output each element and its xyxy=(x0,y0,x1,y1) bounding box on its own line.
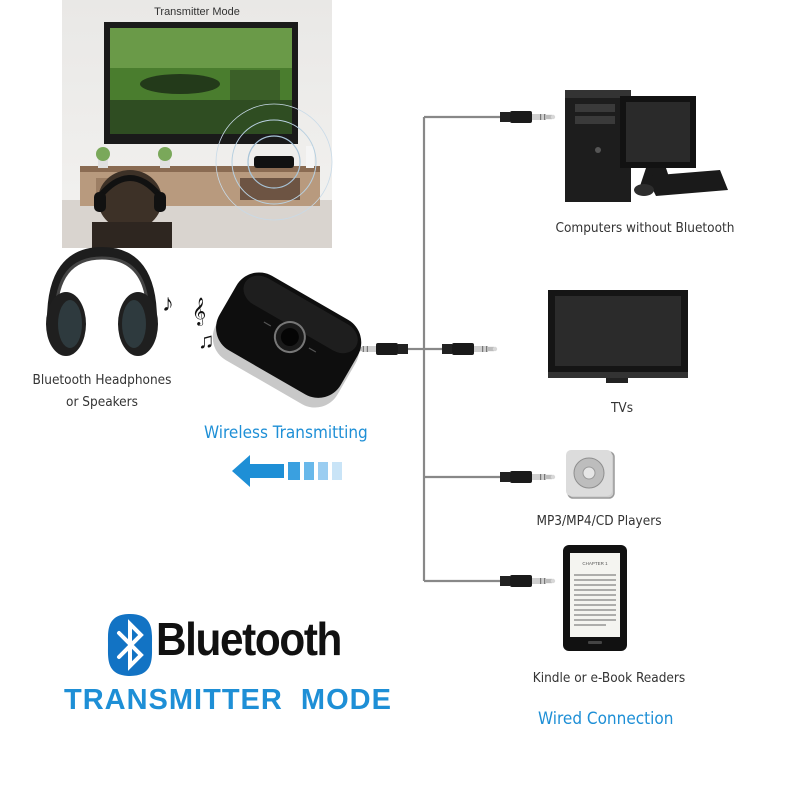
tvs-label: TVs xyxy=(610,400,634,416)
headphones-label-line1: Bluetooth Headphones xyxy=(32,372,172,388)
kindle-label: Kindle or e-Book Readers xyxy=(532,670,686,686)
music-note-icon: ♪ xyxy=(162,290,174,317)
brand-name: Bluetooth xyxy=(156,613,342,665)
wireless-transmitting-label: Wireless Transmitting xyxy=(204,423,368,443)
computers-label: Computers without Bluetooth xyxy=(555,220,735,236)
ereader-chapter-text: CHAPTER 1 xyxy=(582,561,608,566)
mp3-label: MP3/MP4/CD Players xyxy=(536,513,662,529)
scene-transmitter xyxy=(254,156,294,168)
headphones-label: Bluetooth Headphones or Speakers xyxy=(22,370,182,413)
headphones-label-line2: or Speakers xyxy=(66,393,138,410)
treble-clef-icon: 𝄞 xyxy=(192,298,207,325)
transmitter-mode-title: TRANSMITTER MODE xyxy=(64,684,392,716)
scene-caption: Transmitter Mode xyxy=(154,6,240,18)
music-notes-icon: ♫ xyxy=(198,328,215,353)
wired-connection-label: Wired Connection xyxy=(538,709,674,729)
